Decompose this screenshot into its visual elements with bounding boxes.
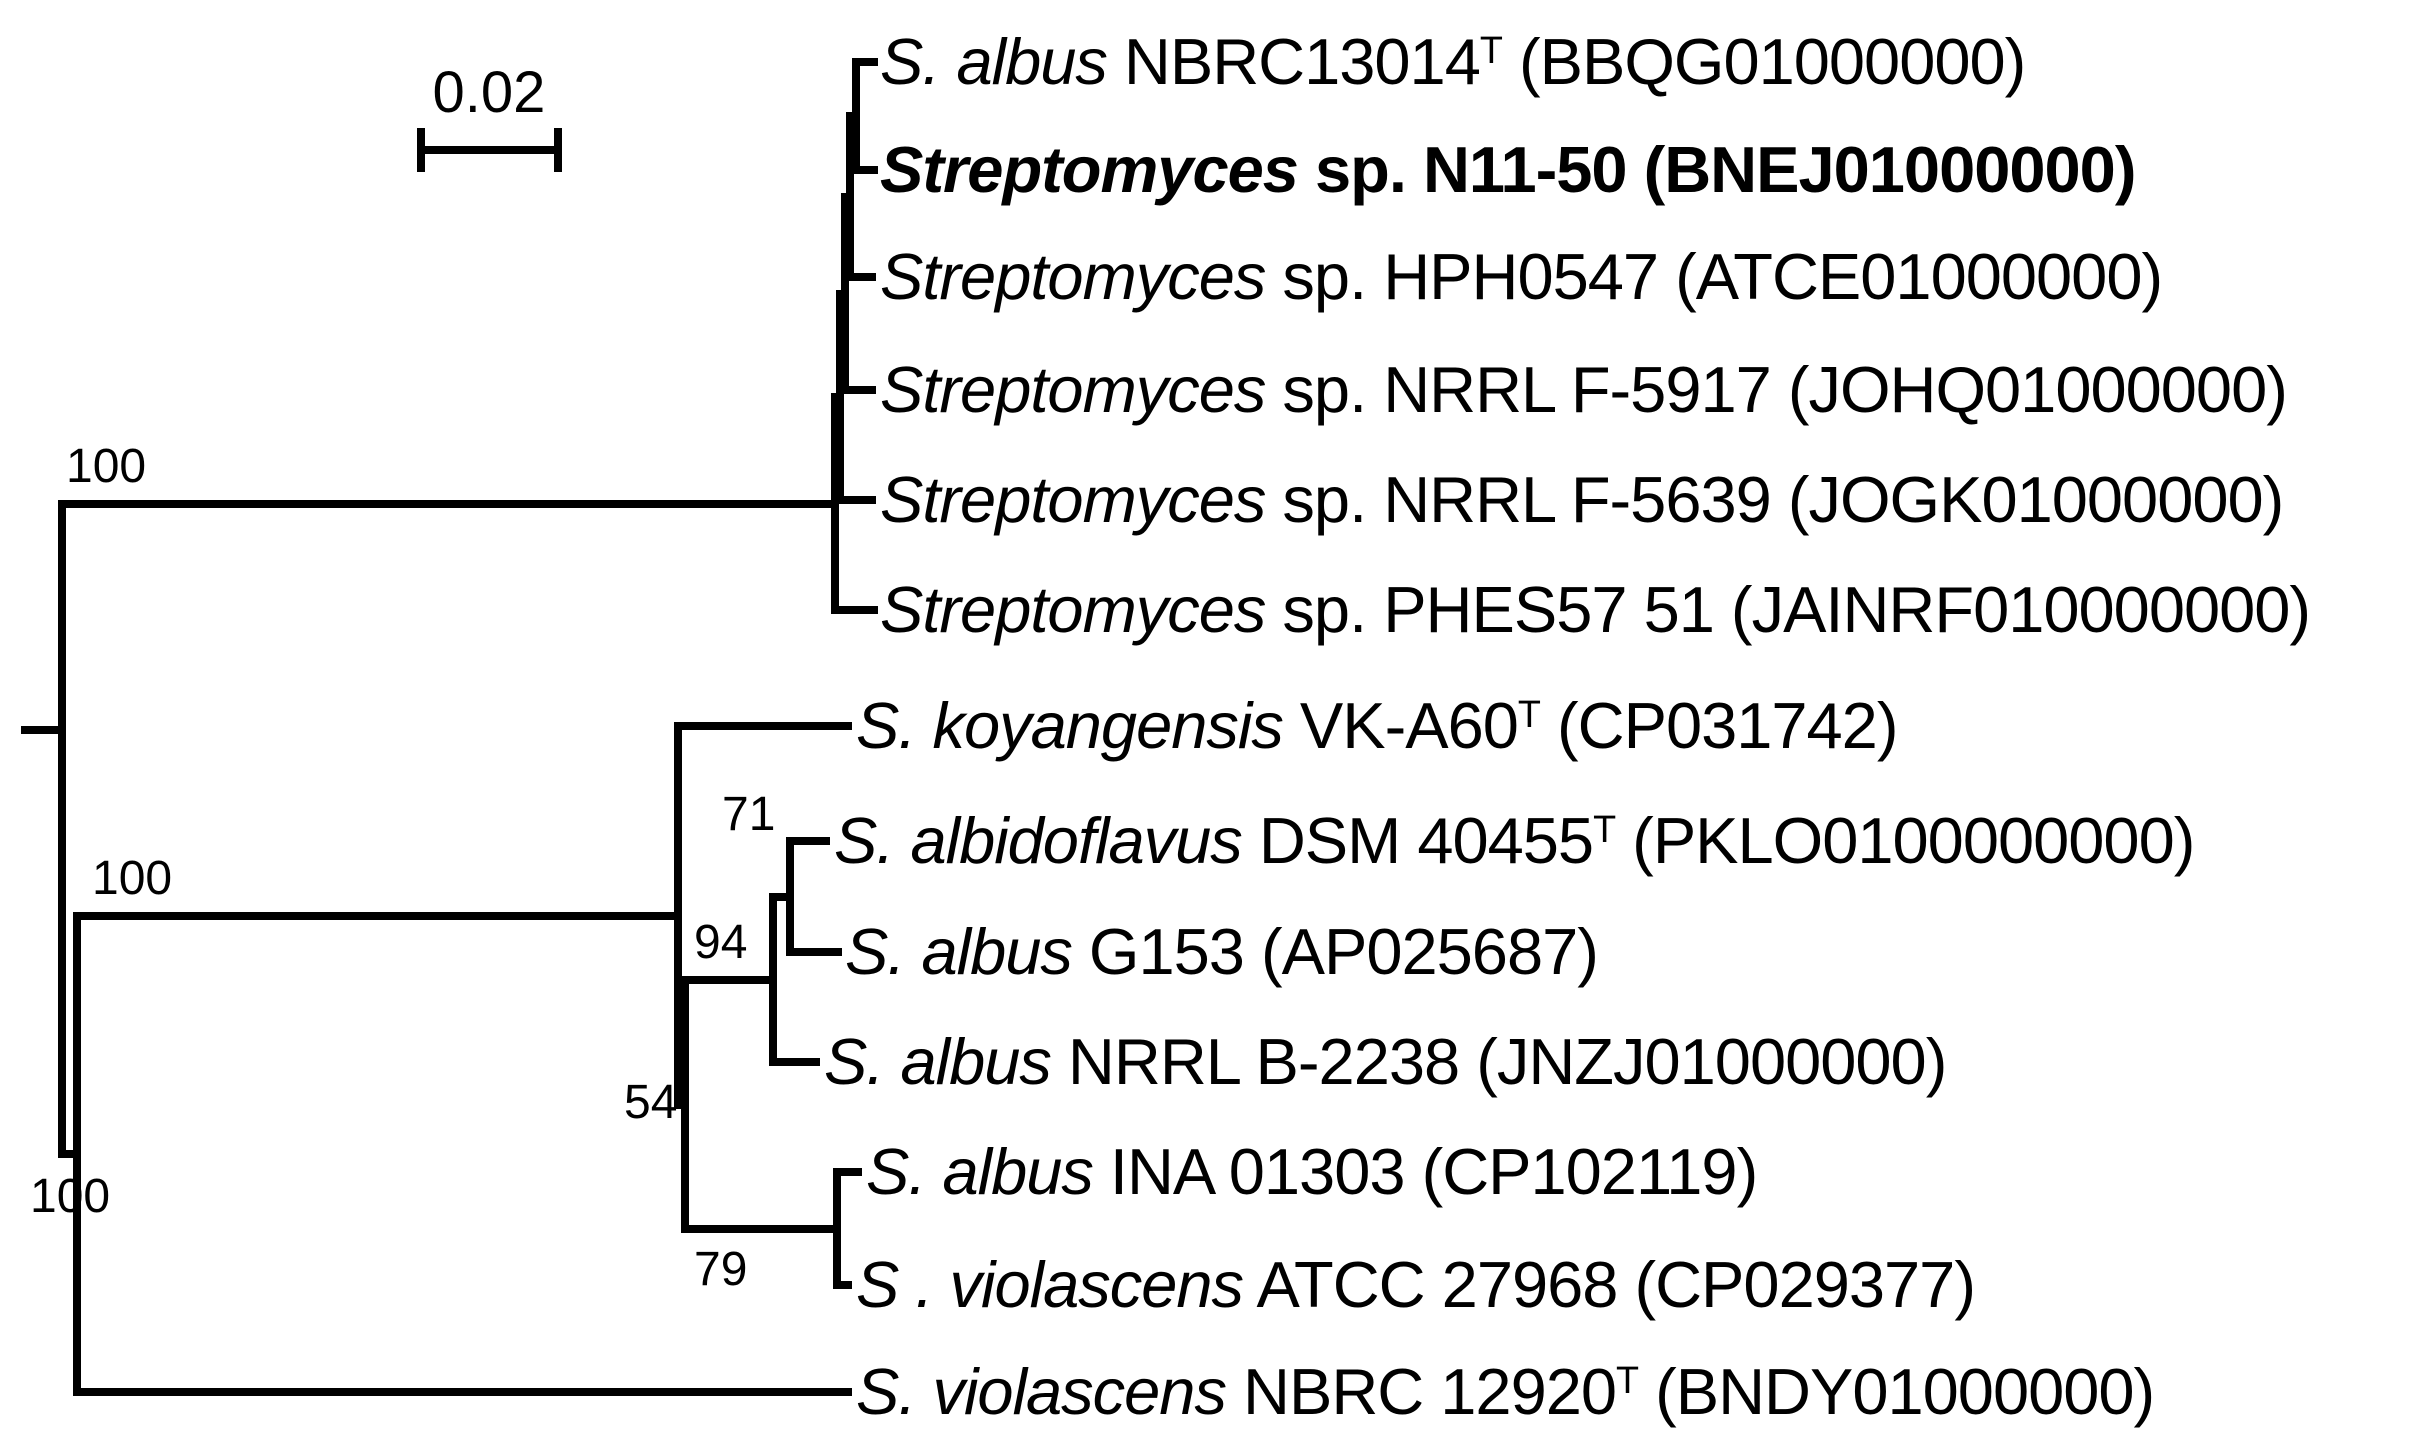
taxon-accession-number: (BNDY01000000) [1638, 1355, 2155, 1428]
taxon-species-name: S. albus [845, 915, 1073, 988]
taxon-species-name: S . violascens [856, 1248, 1244, 1321]
taxon-species-name: Streptomyces [880, 573, 1266, 646]
taxon-species-name: Streptomyces [880, 353, 1266, 426]
branch-segment-vertical [73, 912, 81, 1396]
branch-segment-horizontal [58, 500, 839, 508]
taxon-strain-id: NBRC 12920 [1225, 1355, 1617, 1428]
type-strain-superscript: T [1517, 693, 1541, 736]
branch-segment-vertical [833, 1168, 841, 1289]
branch-segment-horizontal [681, 976, 777, 984]
taxon-label: S. albus NBRC13014T (BBQG01000000) [880, 25, 2026, 107]
taxon-strain-id: VK-A60 [1282, 689, 1519, 762]
taxon-label: Streptomyces sp. NRRL F-5639 (JOGK010000… [880, 463, 2284, 536]
taxon-accession-number: (BBQG01000000) [1501, 25, 2026, 98]
branch-segment-vertical [674, 722, 682, 1109]
taxon-strain-id: sp. PHES57 51 (JAINRF010000000) [1265, 573, 2311, 646]
branch-segment-horizontal [833, 1168, 862, 1176]
taxon-label: Streptomyces sp. HPH0547 (ATCE01000000) [880, 240, 2163, 313]
taxon-label: Streptomyces sp. PHES57 51 (JAINRF010000… [880, 573, 2311, 646]
branch-segment-horizontal [841, 386, 876, 394]
scale-bar-tick-right [554, 128, 562, 172]
taxon-label: S. albus NRRL B-2238 (JNZJ01000000) [824, 1025, 1947, 1098]
type-strain-superscript: T [1479, 29, 1503, 72]
branch-segment-horizontal [831, 606, 878, 614]
taxon-strain-id: G153 (AP025687) [1071, 915, 1599, 988]
taxon-label: Streptomyces sp. N11-50 (BNEJ01000000) [880, 133, 2137, 206]
taxon-label: S. albus G153 (AP025687) [845, 915, 1599, 988]
branch-segment-horizontal [674, 722, 852, 730]
bootstrap-value: 100 [92, 852, 173, 905]
branch-segment-horizontal [846, 273, 876, 281]
taxon-strain-id: INA 01303 (CP102119) [1092, 1135, 1758, 1208]
scale-bar-line [417, 146, 562, 154]
taxon-species-name: S. violascens [856, 1355, 1227, 1428]
branch-segment-horizontal [21, 726, 66, 734]
taxon-accession-number: (PKLO0100000000) [1615, 804, 2195, 877]
branch-segment-horizontal [836, 496, 876, 504]
taxon-label: S . violascens ATCC 27968 (CP029377) [856, 1248, 1976, 1321]
branch-segment-vertical [769, 893, 777, 1066]
branch-segment-horizontal [681, 1225, 841, 1233]
taxon-strain-id: NRRL B-2238 (JNZJ01000000) [1050, 1025, 1947, 1098]
branch-segment-horizontal [833, 1281, 852, 1289]
bootstrap-value: 94 [694, 916, 748, 969]
taxon-strain-id: sp. NRRL F-5917 (JOHQ01000000) [1265, 353, 2287, 426]
taxon-strain-id: ATCC 27968 (CP029377) [1243, 1248, 1975, 1321]
scale-bar-label: 0.02 [432, 60, 546, 125]
branch-segment-horizontal [769, 893, 794, 901]
taxon-species-name: S. albus [880, 25, 1108, 98]
taxon-strain-id: sp. N11-50 (BNEJ01000000) [1297, 133, 2137, 206]
branch-segment-vertical [841, 193, 849, 394]
branch-segment-horizontal [852, 166, 878, 174]
taxon-label: S. albus INA 01303 (CP102119) [866, 1135, 1758, 1208]
branch-segment-horizontal [786, 948, 842, 956]
branch-segment-vertical [681, 976, 689, 1233]
branch-segment-vertical [852, 58, 860, 174]
scale-bar-tick-left [417, 128, 425, 172]
taxon-species-name: S. koyangensis [856, 689, 1284, 762]
taxon-label: S. violascens NBRC 12920T (BNDY01000000) [856, 1355, 2155, 1437]
taxon-species-name: S. albidoflavus [834, 804, 1243, 877]
taxon-strain-id: sp. NRRL F-5639 (JOGK01000000) [1265, 463, 2284, 536]
taxon-species-name: Streptomyces [880, 463, 1266, 536]
branch-segment-vertical [836, 290, 844, 504]
taxon-species-name: Streptomyces [880, 240, 1266, 313]
taxon-strain-id: sp. HPH0547 (ATCE01000000) [1265, 240, 2163, 313]
branch-segment-vertical [786, 837, 794, 956]
branch-segment-vertical [58, 500, 66, 1158]
branch-segment-horizontal [73, 1388, 852, 1396]
branch-segment-horizontal [852, 58, 878, 66]
taxon-species-name: Streptomyces [880, 133, 1299, 206]
bootstrap-value: 79 [694, 1243, 748, 1296]
bootstrap-value: 100 [30, 1170, 111, 1223]
taxon-species-name: S. albus [866, 1135, 1094, 1208]
taxon-label: S. albidoflavus DSM 40455T (PKLO01000000… [834, 804, 2195, 886]
taxon-accession-number: (CP031742) [1539, 689, 1898, 762]
taxon-strain-id: DSM 40455 [1241, 804, 1594, 877]
bootstrap-value: 71 [722, 788, 776, 841]
branch-segment-horizontal [769, 1058, 820, 1066]
branch-segment-vertical [831, 393, 839, 614]
taxon-strain-id: NBRC13014 [1106, 25, 1481, 98]
branch-segment-horizontal [58, 1150, 81, 1158]
bootstrap-value: 54 [624, 1076, 678, 1129]
branch-segment-vertical [846, 112, 854, 281]
branch-segment-horizontal [73, 912, 682, 920]
taxon-label: Streptomyces sp. NRRL F-5917 (JOHQ010000… [880, 353, 2288, 426]
bootstrap-value: 100 [66, 440, 147, 493]
taxon-species-name: S. albus [824, 1025, 1052, 1098]
type-strain-superscript: T [1616, 1359, 1639, 1402]
branch-segment-horizontal [786, 837, 830, 845]
taxon-label: S. koyangensis VK-A60T (CP031742) [856, 689, 1898, 771]
type-strain-superscript: T [1593, 808, 1616, 851]
